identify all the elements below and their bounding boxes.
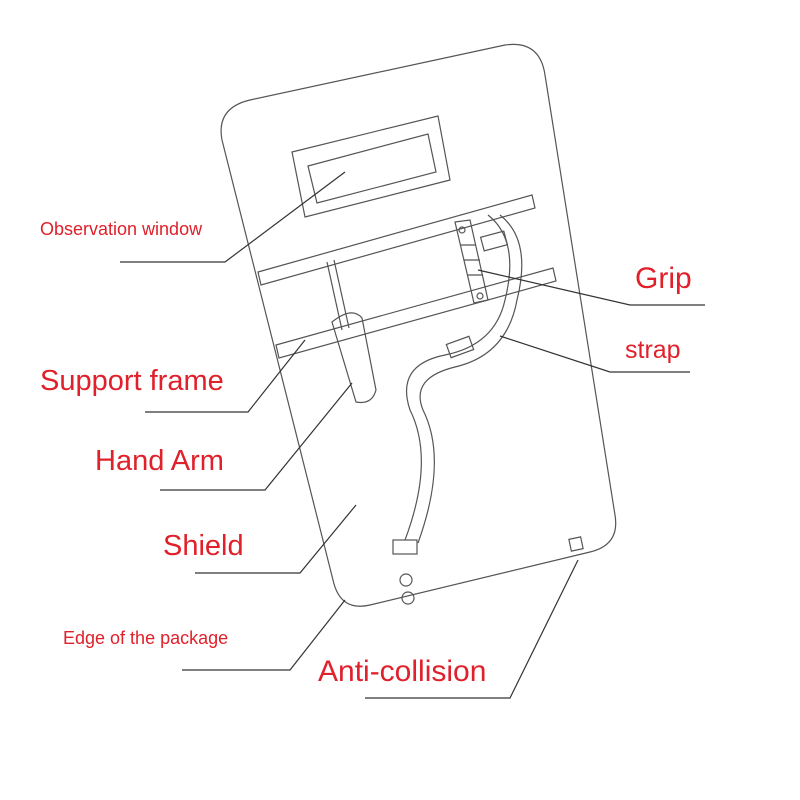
strap-drawing [392, 214, 523, 605]
label-edge-of-package: Edge of the package [63, 628, 228, 648]
label-grip: Grip [635, 262, 692, 295]
observation-window [291, 115, 451, 218]
leader-shield [195, 504, 357, 574]
leader-edge-of-package [182, 599, 346, 671]
anti-collision-drawing [568, 536, 584, 552]
label-anti-collision: Anti-collision [318, 655, 486, 688]
shield-body [220, 43, 617, 607]
leader-anti-collision [365, 559, 579, 699]
grip-drawing [454, 219, 489, 304]
label-observation-window: Observation window [40, 219, 203, 239]
leader-strap [499, 335, 690, 373]
leader-hand-arm [160, 382, 353, 491]
label-shield: Shield [163, 530, 244, 562]
label-strap: strap [625, 336, 681, 364]
support-frame-drawing [257, 194, 557, 359]
hand-arm-drawing [331, 312, 377, 404]
leader-grip [477, 269, 705, 306]
label-support-frame: Support frame [40, 365, 224, 397]
leader-observation-window [120, 171, 346, 263]
label-hand-arm: Hand Arm [95, 445, 224, 477]
leader-support-frame [145, 339, 306, 413]
